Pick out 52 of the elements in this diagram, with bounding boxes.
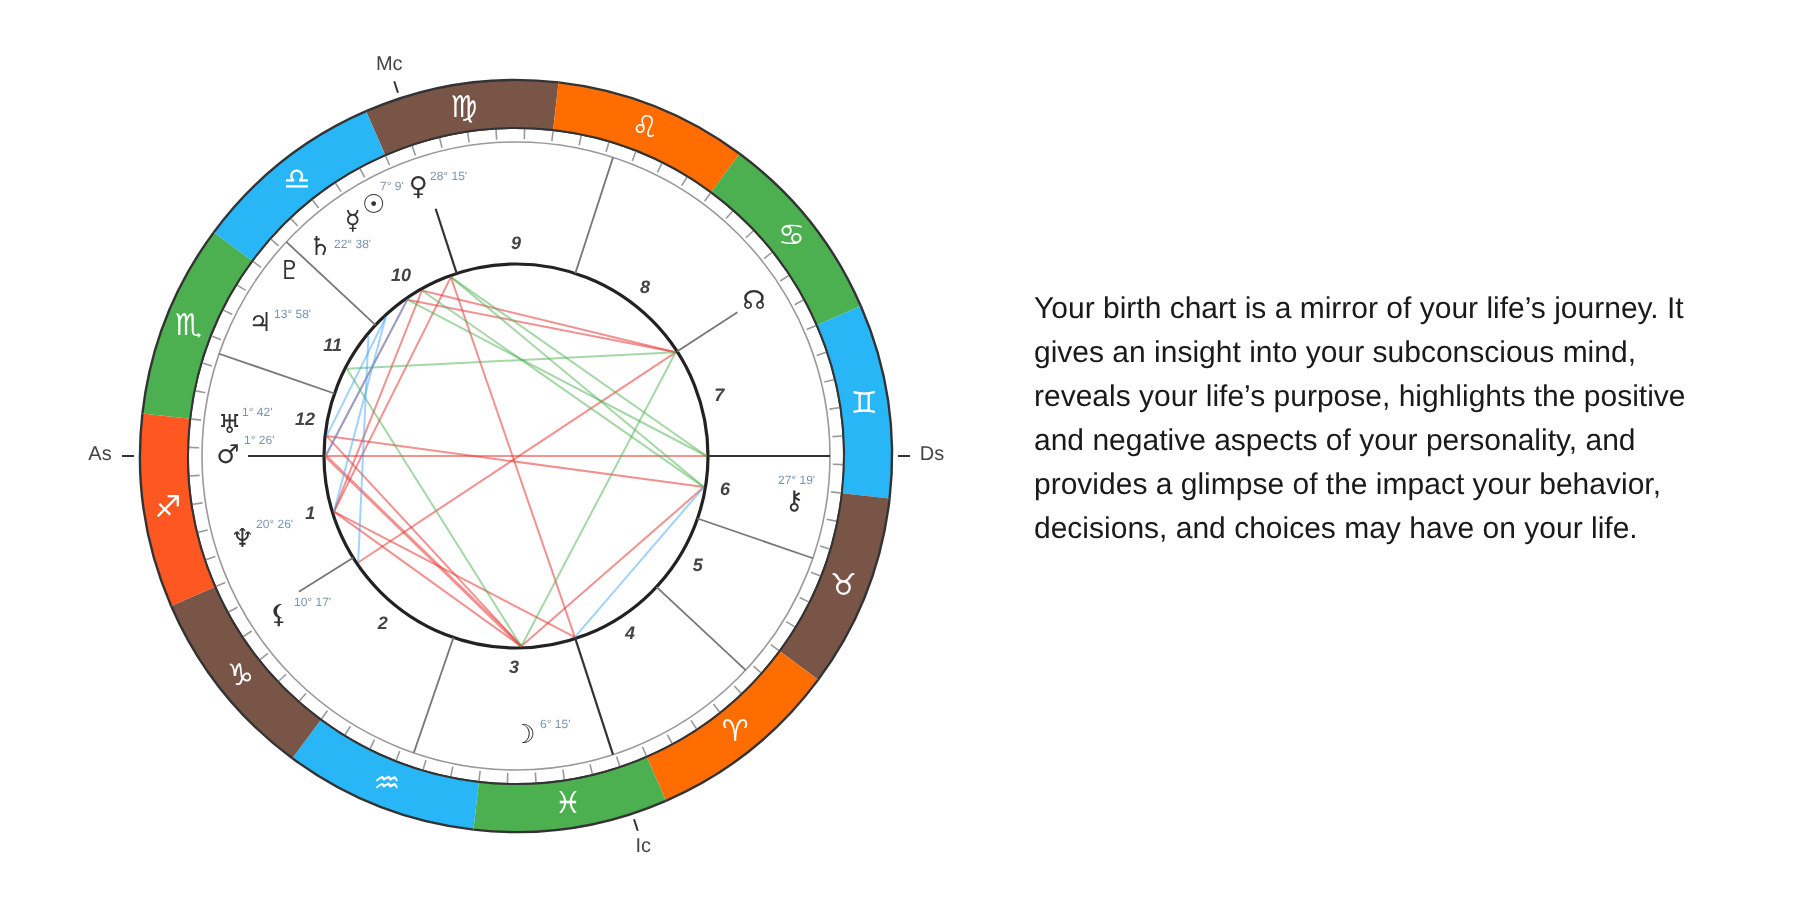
- house-number: 9: [511, 235, 521, 253]
- zodiac-symbol: ♋: [778, 221, 805, 252]
- zodiac-sign-band: [550, 80, 742, 196]
- house-number: 10: [391, 266, 411, 285]
- planet-symbol: ⚷: [784, 489, 804, 516]
- house-number: 3: [509, 658, 520, 677]
- zodiac-symbol: ♓: [554, 789, 582, 820]
- zodiac-symbol: ♊: [850, 388, 878, 419]
- planet-symbol: ♀: [408, 174, 428, 201]
- zodiac-sign-band: [138, 410, 218, 608]
- planet-symbol: ♅: [217, 412, 242, 439]
- planet-symbol: ♄: [308, 234, 332, 261]
- zodiac-symbol: ♑: [227, 660, 254, 691]
- house-number: 2: [377, 614, 388, 633]
- axis-label: As: [88, 446, 112, 466]
- planet-symbol: ☽: [512, 722, 536, 749]
- house-number: 1: [305, 505, 316, 524]
- planet-symbol: ⚸: [269, 602, 289, 629]
- house-number: 6: [720, 481, 731, 500]
- zodiac-symbol: ♈: [721, 716, 749, 747]
- axis-label: Ds: [919, 446, 945, 466]
- zodiac-symbol: ♌: [631, 113, 659, 144]
- zodiac-sign-band: [708, 150, 864, 328]
- planet-symbol: ♇: [278, 258, 302, 285]
- zodiac-symbol: ♉: [830, 570, 857, 600]
- zodiac-symbol: ♒: [373, 768, 401, 799]
- zodiac-sign-band: [644, 648, 822, 804]
- house-number: 11: [323, 336, 342, 355]
- zodiac-sign-band: [210, 108, 388, 264]
- zodiac-symbol: ♐: [154, 493, 182, 523]
- zodiac-sign-band: [290, 716, 482, 832]
- house-number: 5: [692, 556, 703, 575]
- zodiac-sign-band: [364, 78, 562, 158]
- planet-symbol: ♂: [216, 443, 240, 469]
- planet-symbol: ☿: [344, 208, 361, 235]
- house-number: 8: [640, 278, 651, 297]
- planet-symbol: ☊: [742, 288, 766, 315]
- planet-symbol: ☉: [362, 192, 386, 219]
- house-number: 4: [624, 625, 635, 644]
- house-number: 7: [714, 386, 725, 405]
- axis-label: Mc: [375, 56, 403, 77]
- zodiac-symbol: ♍: [450, 92, 478, 123]
- house-number: 12: [294, 411, 315, 430]
- zodiac-sign-band: [470, 754, 668, 834]
- description-text: Your birth chart is a mirror of your life’s journey. It gives an insight into your subconscious mind, reveals your life’s purpose, highlights the positive and negative aspects of your personality, and provides a glimpse of the impact your behavior, decisions, and choices may have on your life.: [1034, 290, 1688, 550]
- zodiac-symbol: ♏: [175, 311, 202, 342]
- zodiac-symbol: ♎: [283, 165, 311, 196]
- axis-label: Ic: [635, 837, 652, 858]
- planet-symbol: ♃: [248, 310, 272, 337]
- zodiac-sign-band: [776, 490, 892, 682]
- zodiac-sign-band: [814, 304, 894, 502]
- planet-symbol: ♆: [230, 526, 255, 553]
